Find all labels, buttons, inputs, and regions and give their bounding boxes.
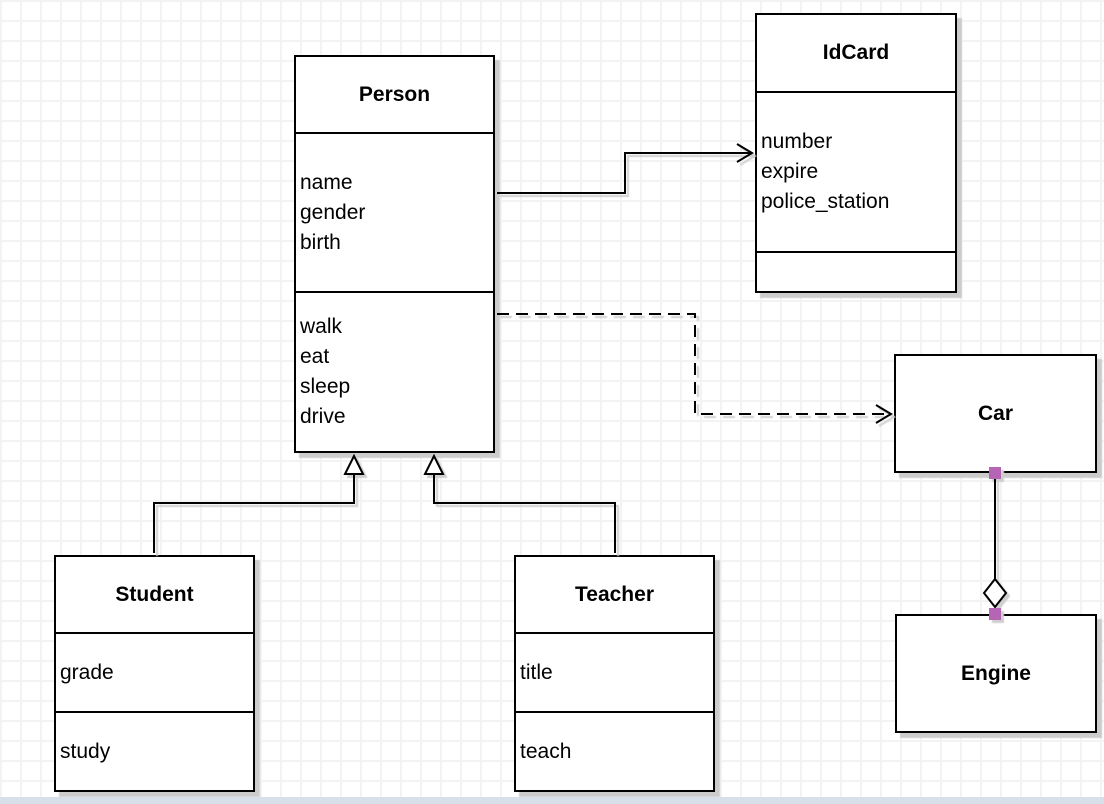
- method-row: sleep: [300, 375, 351, 398]
- class-person[interactable]: Person name gender birth walk eat sleep …: [294, 55, 495, 453]
- method-row: study: [60, 739, 111, 763]
- methods-section: study: [56, 713, 253, 790]
- class-title: Student: [56, 557, 253, 634]
- method-row: walk: [300, 315, 343, 338]
- attribute-row: title: [520, 660, 553, 684]
- method-row: teach: [520, 739, 572, 763]
- class-engine[interactable]: Engine: [895, 614, 1097, 733]
- open-arrowhead-icon: [875, 404, 893, 424]
- class-teacher[interactable]: Teacher title teach: [514, 555, 715, 792]
- attribute-row: birth: [300, 230, 341, 254]
- window-bottom-edge: [0, 797, 1104, 804]
- method-row: drive: [300, 405, 346, 428]
- hollow-triangle-icon: [343, 453, 365, 475]
- class-title: Teacher: [516, 557, 713, 634]
- aggregation-car-engine[interactable]: [982, 467, 1008, 620]
- hollow-diamond-icon: [982, 577, 1008, 609]
- inheritance-student-person[interactable]: [153, 453, 365, 553]
- class-idcard[interactable]: IdCard number expire police_station: [755, 13, 957, 293]
- open-arrowhead-icon: [736, 143, 754, 163]
- methods-section-empty: [757, 253, 955, 291]
- attribute-row: expire: [761, 160, 819, 183]
- dependency-person-car[interactable]: [497, 313, 893, 424]
- attribute-row: grade: [60, 660, 114, 684]
- attribute-row: police_station: [761, 190, 890, 213]
- class-title: IdCard: [757, 15, 955, 93]
- class-title: Person: [296, 57, 493, 134]
- class-car[interactable]: Car: [894, 354, 1097, 473]
- methods-section: walk eat sleep drive: [296, 293, 493, 451]
- hollow-triangle-icon: [423, 453, 445, 475]
- method-row: eat: [300, 345, 330, 368]
- class-title: Engine: [960, 661, 1031, 685]
- methods-section: teach: [516, 713, 713, 790]
- inheritance-teacher-person[interactable]: [423, 453, 616, 553]
- attributes-section: name gender birth: [296, 134, 493, 293]
- attributes-section: number expire police_station: [757, 93, 955, 253]
- attributes-section: grade: [56, 634, 253, 713]
- attribute-row: name: [300, 170, 353, 194]
- class-title: Car: [977, 401, 1014, 425]
- association-person-idcard[interactable]: [497, 143, 754, 194]
- attributes-section: title: [516, 634, 713, 713]
- attribute-row: number: [761, 130, 833, 153]
- attribute-row: gender: [300, 200, 366, 224]
- class-student[interactable]: Student grade study: [54, 555, 255, 792]
